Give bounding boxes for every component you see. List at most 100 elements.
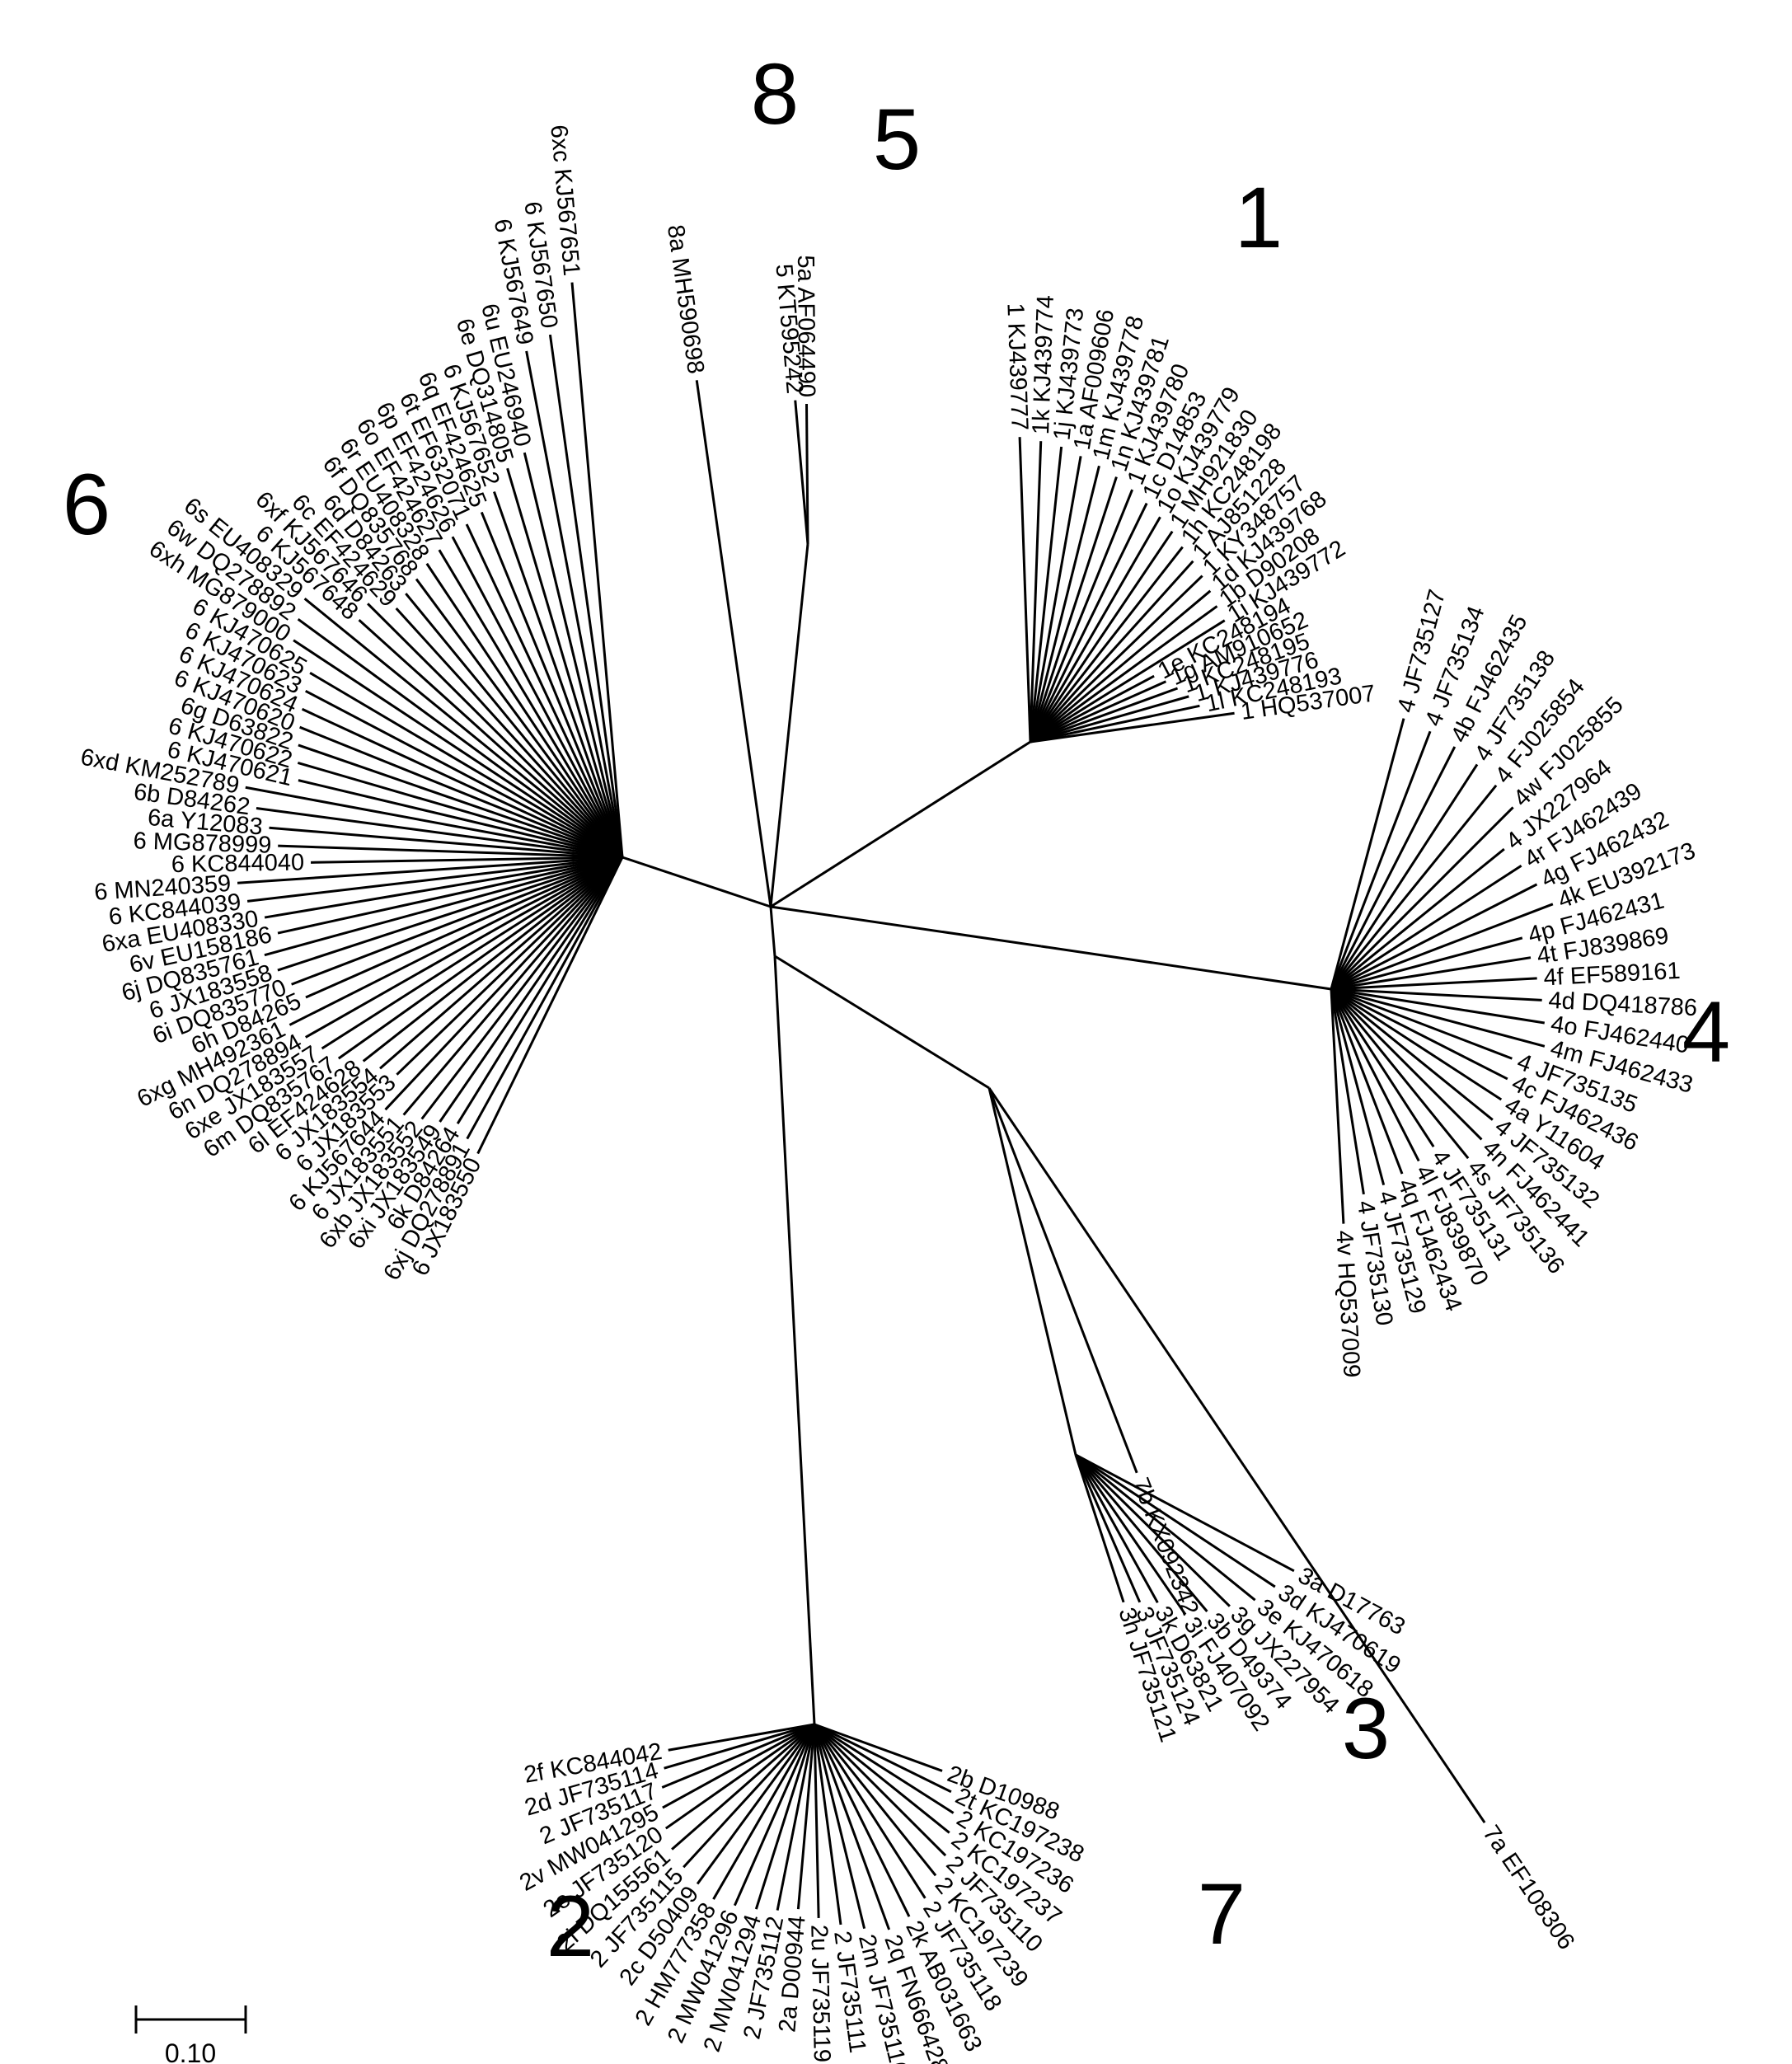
branch (664, 1723, 815, 1770)
branch (337, 856, 623, 1060)
branch (525, 350, 624, 858)
branch (733, 1724, 816, 1907)
branch (695, 380, 772, 908)
branch (814, 1723, 952, 1794)
branch (1030, 687, 1179, 744)
branch (548, 334, 624, 858)
branch (813, 1724, 937, 1877)
branch (1074, 1454, 1125, 1603)
branch (303, 598, 623, 859)
branch (662, 1723, 815, 1809)
branch (813, 1724, 842, 1926)
branch (1029, 546, 1184, 743)
branch (298, 779, 623, 859)
branch (395, 607, 624, 859)
branch (293, 639, 623, 859)
branch (1029, 446, 1063, 743)
scale-bar: 0.10 (134, 2005, 247, 2064)
branch (1029, 502, 1148, 743)
internal-branch (769, 543, 809, 908)
branch (754, 1724, 816, 1910)
genotype-number: 4 (1682, 984, 1730, 1081)
branch (671, 1723, 815, 1851)
branch (384, 856, 624, 1111)
branch (379, 856, 623, 1070)
branch (1030, 680, 1167, 744)
branch (813, 1724, 820, 1918)
branch (1030, 619, 1226, 744)
branch (1029, 456, 1082, 743)
branch (358, 619, 624, 859)
taxon-label: 1 KJ439777 (1002, 303, 1032, 431)
branch (1330, 977, 1537, 991)
branch (813, 1724, 866, 1930)
branch (305, 856, 623, 1039)
branch (661, 1723, 815, 1789)
branch (1330, 936, 1523, 991)
branch (1330, 763, 1479, 990)
branch (309, 672, 623, 859)
branch (297, 761, 623, 859)
branch (425, 562, 624, 858)
branch (987, 1087, 1486, 1824)
branch (256, 806, 623, 859)
branch (480, 511, 624, 858)
branch (1330, 988, 1435, 1148)
branch (362, 856, 623, 1062)
genotype-number: 6 (63, 457, 110, 553)
branch (1030, 589, 1212, 744)
branch (1330, 784, 1498, 990)
branch (1030, 674, 1155, 744)
branch (1029, 516, 1161, 743)
branch (298, 744, 623, 859)
branch (1030, 695, 1189, 744)
branch (245, 786, 623, 859)
branch (301, 707, 623, 859)
branch (1029, 560, 1194, 744)
branch (1330, 987, 1483, 1141)
branch (291, 856, 623, 986)
branch (396, 856, 624, 1076)
branch (1030, 711, 1235, 744)
taxon-label: 6 KC844040 (171, 849, 305, 878)
branch (1330, 746, 1457, 990)
branch (439, 856, 624, 1123)
branch (1074, 1454, 1142, 1603)
branch (1330, 903, 1554, 991)
branch (402, 856, 624, 1116)
branch (814, 1723, 950, 1834)
branch (1030, 605, 1218, 744)
branch (1330, 987, 1503, 1101)
branch (523, 452, 624, 858)
taxon-label: 7a EF108306 (1477, 1821, 1579, 1954)
branch (1075, 1453, 1276, 1588)
branch (712, 1724, 816, 1900)
genotype-number: 2 (547, 1879, 594, 1975)
branch (696, 1724, 816, 1885)
branch (289, 856, 623, 1026)
internal-branch (770, 905, 1042, 948)
branch (405, 593, 624, 858)
taxon-label: 8a MH590698 (662, 223, 709, 376)
branch (1330, 847, 1505, 991)
branch (246, 856, 623, 903)
branch (311, 856, 623, 864)
branch (570, 282, 624, 858)
branch (1030, 704, 1200, 744)
branch (466, 856, 624, 1140)
genotype-number: 1 (1235, 170, 1283, 266)
branch (1330, 987, 1513, 1060)
branch (794, 400, 809, 545)
branch (1029, 476, 1118, 743)
branch (1330, 883, 1538, 991)
internal-branch (773, 955, 816, 1725)
branch (796, 1724, 816, 1910)
branch (1018, 437, 1032, 743)
branch (1330, 988, 1386, 1186)
branch (1330, 987, 1542, 1002)
genotype-number: 7 (1198, 1866, 1245, 1963)
branch (664, 1723, 815, 1830)
internal-branch (622, 856, 772, 908)
